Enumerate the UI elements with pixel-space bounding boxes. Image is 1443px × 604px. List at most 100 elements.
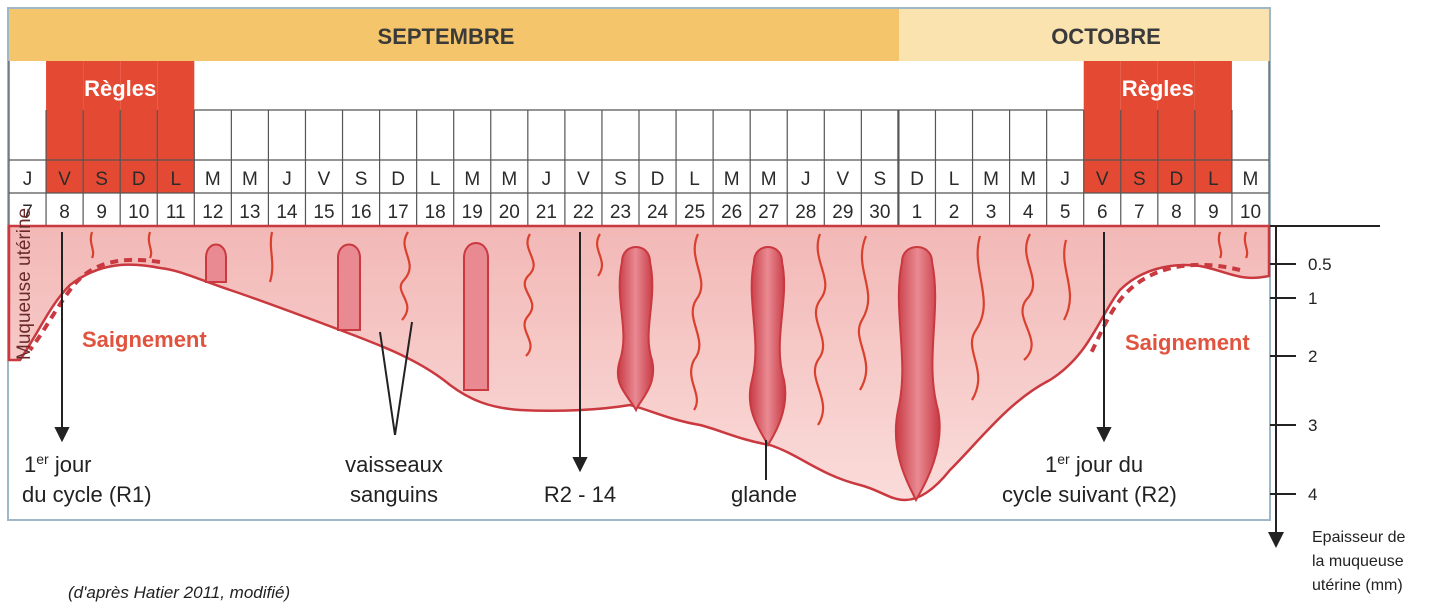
day-number: 26 bbox=[721, 202, 742, 223]
thickness-tick-label: 3 bbox=[1308, 416, 1317, 435]
day-number: 22 bbox=[573, 202, 594, 223]
day-number: 9 bbox=[1208, 202, 1219, 223]
first-day-text: jour bbox=[49, 452, 92, 477]
day-letter: D bbox=[910, 169, 924, 190]
day-letter: M bbox=[1243, 169, 1259, 190]
day-number: 2 bbox=[949, 202, 960, 223]
bleeding-label-right: Saignement bbox=[1125, 330, 1250, 355]
regles-label: Règles bbox=[84, 76, 156, 101]
gland-6 bbox=[896, 247, 940, 500]
day-number: 19 bbox=[462, 202, 483, 223]
day-letter: M bbox=[761, 169, 777, 190]
side-label-mucosa: Muqueuse utérine bbox=[14, 208, 35, 360]
day-letter: M bbox=[242, 169, 258, 190]
day-letter: V bbox=[58, 169, 71, 190]
day-letter: S bbox=[95, 169, 108, 190]
day-letter: J bbox=[542, 169, 552, 190]
svg-text:1er jour: 1er jour bbox=[24, 451, 92, 477]
day-number: 24 bbox=[647, 202, 669, 223]
day-letter: S bbox=[1133, 169, 1146, 190]
day-number: 12 bbox=[202, 202, 223, 223]
thickness-caption-2: la muqueuse bbox=[1312, 553, 1404, 570]
next-day-num: 1 bbox=[1045, 452, 1057, 477]
day-number: 15 bbox=[313, 202, 334, 223]
gland-1 bbox=[206, 245, 226, 283]
thickness-tick-label: 0.5 bbox=[1308, 255, 1332, 274]
day-number: 20 bbox=[499, 202, 520, 223]
next-day-text: jour du bbox=[1070, 452, 1143, 477]
day-letter: L bbox=[689, 169, 700, 190]
regles-label: Règles bbox=[1122, 76, 1194, 101]
day-letter: M bbox=[205, 169, 221, 190]
day-letter: S bbox=[355, 169, 368, 190]
day-letter: D bbox=[651, 169, 665, 190]
day-letter: D bbox=[391, 169, 405, 190]
day-number: 17 bbox=[388, 202, 409, 223]
gland-2 bbox=[338, 245, 360, 331]
day-letter: D bbox=[132, 169, 146, 190]
first-day-num: 1 bbox=[24, 452, 36, 477]
thickness-axis-arrowhead bbox=[1268, 532, 1284, 548]
thickness-tick-label: 2 bbox=[1308, 347, 1317, 366]
day-number: 21 bbox=[536, 202, 557, 223]
day-number: 29 bbox=[832, 202, 853, 223]
thickness-caption-3: utérine (mm) bbox=[1312, 577, 1403, 594]
day-number: 30 bbox=[869, 202, 890, 223]
vessels-line2: sanguins bbox=[350, 482, 438, 507]
source-credit: (d'après Hatier 2011, modifié) bbox=[68, 583, 290, 602]
day-letter: M bbox=[1020, 169, 1036, 190]
day-letter: M bbox=[724, 169, 740, 190]
next-day-sup: er bbox=[1057, 451, 1070, 467]
day-letter: S bbox=[874, 169, 887, 190]
day-number: 25 bbox=[684, 202, 705, 223]
day-number: 11 bbox=[166, 202, 186, 223]
day-letter: M bbox=[501, 169, 517, 190]
day-number: 4 bbox=[1023, 202, 1034, 223]
day-number: 5 bbox=[1060, 202, 1071, 223]
month-band: SEPTEMBRE OCTOBRE bbox=[9, 9, 1269, 61]
vessels-line1: vaisseaux bbox=[345, 452, 443, 477]
thickness-tick-label: 1 bbox=[1308, 289, 1317, 308]
next-cycle-line2: cycle suivant (R2) bbox=[1002, 482, 1177, 507]
day-letter: J bbox=[282, 169, 292, 190]
day-letter: J bbox=[1060, 169, 1070, 190]
thickness-tick-label: 4 bbox=[1308, 485, 1317, 504]
thickness-caption-1: Epaisseur de bbox=[1312, 529, 1405, 546]
thickness-axis-ticks: 0.5 1 2 3 4 bbox=[1270, 255, 1332, 504]
day-number: 10 bbox=[1240, 202, 1261, 223]
day-letter: M bbox=[464, 169, 480, 190]
day-number: 10 bbox=[128, 202, 149, 223]
day-letter: L bbox=[430, 169, 441, 190]
day-letter: M bbox=[983, 169, 999, 190]
day-number: 1 bbox=[912, 202, 923, 223]
day-letter: V bbox=[318, 169, 331, 190]
day-number: 8 bbox=[59, 202, 70, 223]
day-letter: J bbox=[23, 169, 33, 190]
first-day-sup: er bbox=[36, 451, 49, 467]
annotation-r2-14: R2 - 14 bbox=[544, 482, 616, 507]
day-number: 3 bbox=[986, 202, 997, 223]
day-letter: V bbox=[836, 169, 849, 190]
month-label-september: SEPTEMBRE bbox=[378, 24, 515, 49]
day-number: 27 bbox=[758, 202, 779, 223]
first-day-line2: du cycle (R1) bbox=[22, 482, 152, 507]
day-number: 18 bbox=[425, 202, 446, 223]
day-letter: L bbox=[1208, 169, 1219, 190]
day-letter: S bbox=[614, 169, 627, 190]
annotation-gland: glande bbox=[731, 482, 797, 507]
gland-4 bbox=[618, 247, 653, 410]
day-letter: V bbox=[577, 169, 590, 190]
day-number: 6 bbox=[1097, 202, 1108, 223]
day-number: 28 bbox=[795, 202, 816, 223]
day-letter: V bbox=[1096, 169, 1109, 190]
day-number: 16 bbox=[350, 202, 371, 223]
month-label-october: OCTOBRE bbox=[1051, 24, 1161, 49]
day-number: 23 bbox=[610, 202, 631, 223]
day-number: 7 bbox=[1134, 202, 1145, 223]
day-number: 8 bbox=[1171, 202, 1182, 223]
bleeding-label-left: Saignement bbox=[82, 327, 207, 352]
day-number: 9 bbox=[96, 202, 107, 223]
gland-3 bbox=[464, 243, 488, 390]
